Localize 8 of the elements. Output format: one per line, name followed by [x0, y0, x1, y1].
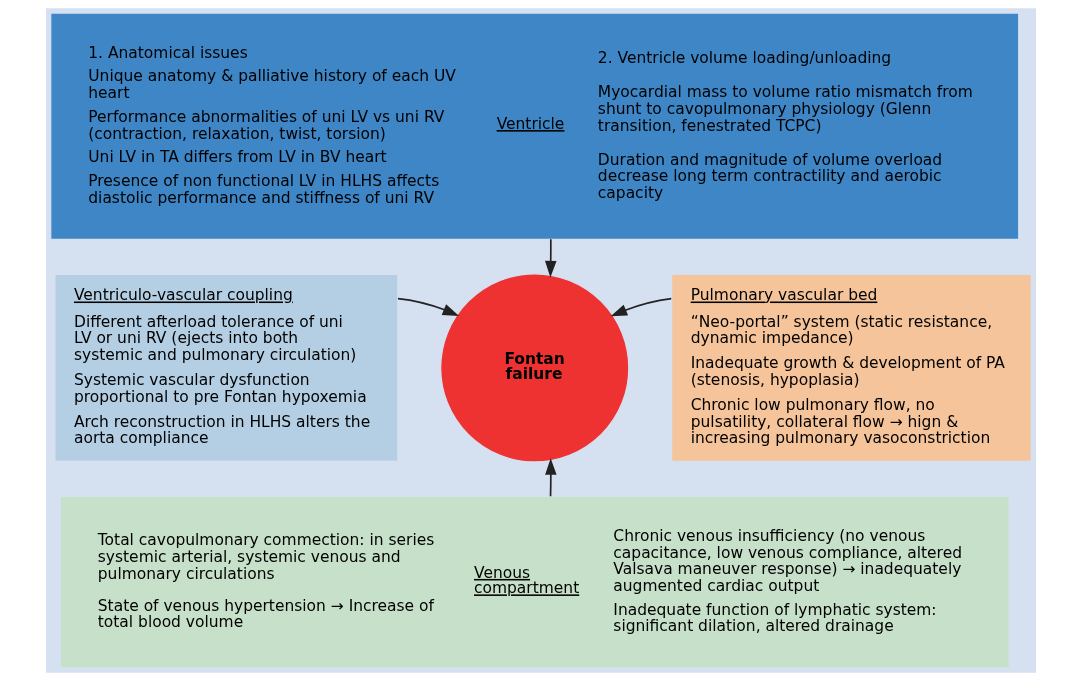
- arrow: [610, 297, 673, 317]
- node-box: Total cavopulmonary commection: in series systemic arterial, systemic venous and pulmonary circulations State of venous hypertension → Increase of total blood volume Venous compartment Chronic venous insufficiency (no venous capacitance, low venous compliance, altered Valsava maneuver response) → inadequately augmented cardiac output Inadequate function of lymphatic system: significant dilation, altered drainage: [59, 495, 1010, 669]
- node-box: Pulmonary vascular bed “Neo-portal” system (static resistance, dynamic impedance) Inadequate growth & development of PA (stenosis, hypoplasia) Chronic low pulmonary flow, no pulsatility, collateral flow → hign & increasing pulmonary vasoconstriction: [671, 273, 1032, 462]
- arrow: [544, 238, 557, 278]
- node-box: Ventriculo-vascular coupling Different afterload tolerance of uni LV or uni RV (ejects into both systemic and pulmonary circulation) Systemic vascular dysfunction proportional to pre Fontan hypoxemia Arch reconstruction in HLHS alters the aorta compliance: [54, 273, 399, 462]
- arrow: [545, 458, 557, 497]
- arrow: [397, 297, 460, 316]
- node-box: 1. Anatomical issues Unique anatomy & palliative history of each UV heart Performance abnormalities of uni LV vs uni RV (contraction, relaxation, twist, torsion) Uni LV in TA differs from LV in BV heart Presence of non functional LV in HLHS affects diastolic performance and stiffness of uni RV Ventricle 2. Ventricle volume loading/unloading Myocardial mass to volume ratio mismatch from shunt to cavopulmonary physiology (Glenn transition, fenestrated TCPC) Duration and magnitude of volume overload decrease long term contractility and aerobic capacity: [50, 12, 1020, 240]
